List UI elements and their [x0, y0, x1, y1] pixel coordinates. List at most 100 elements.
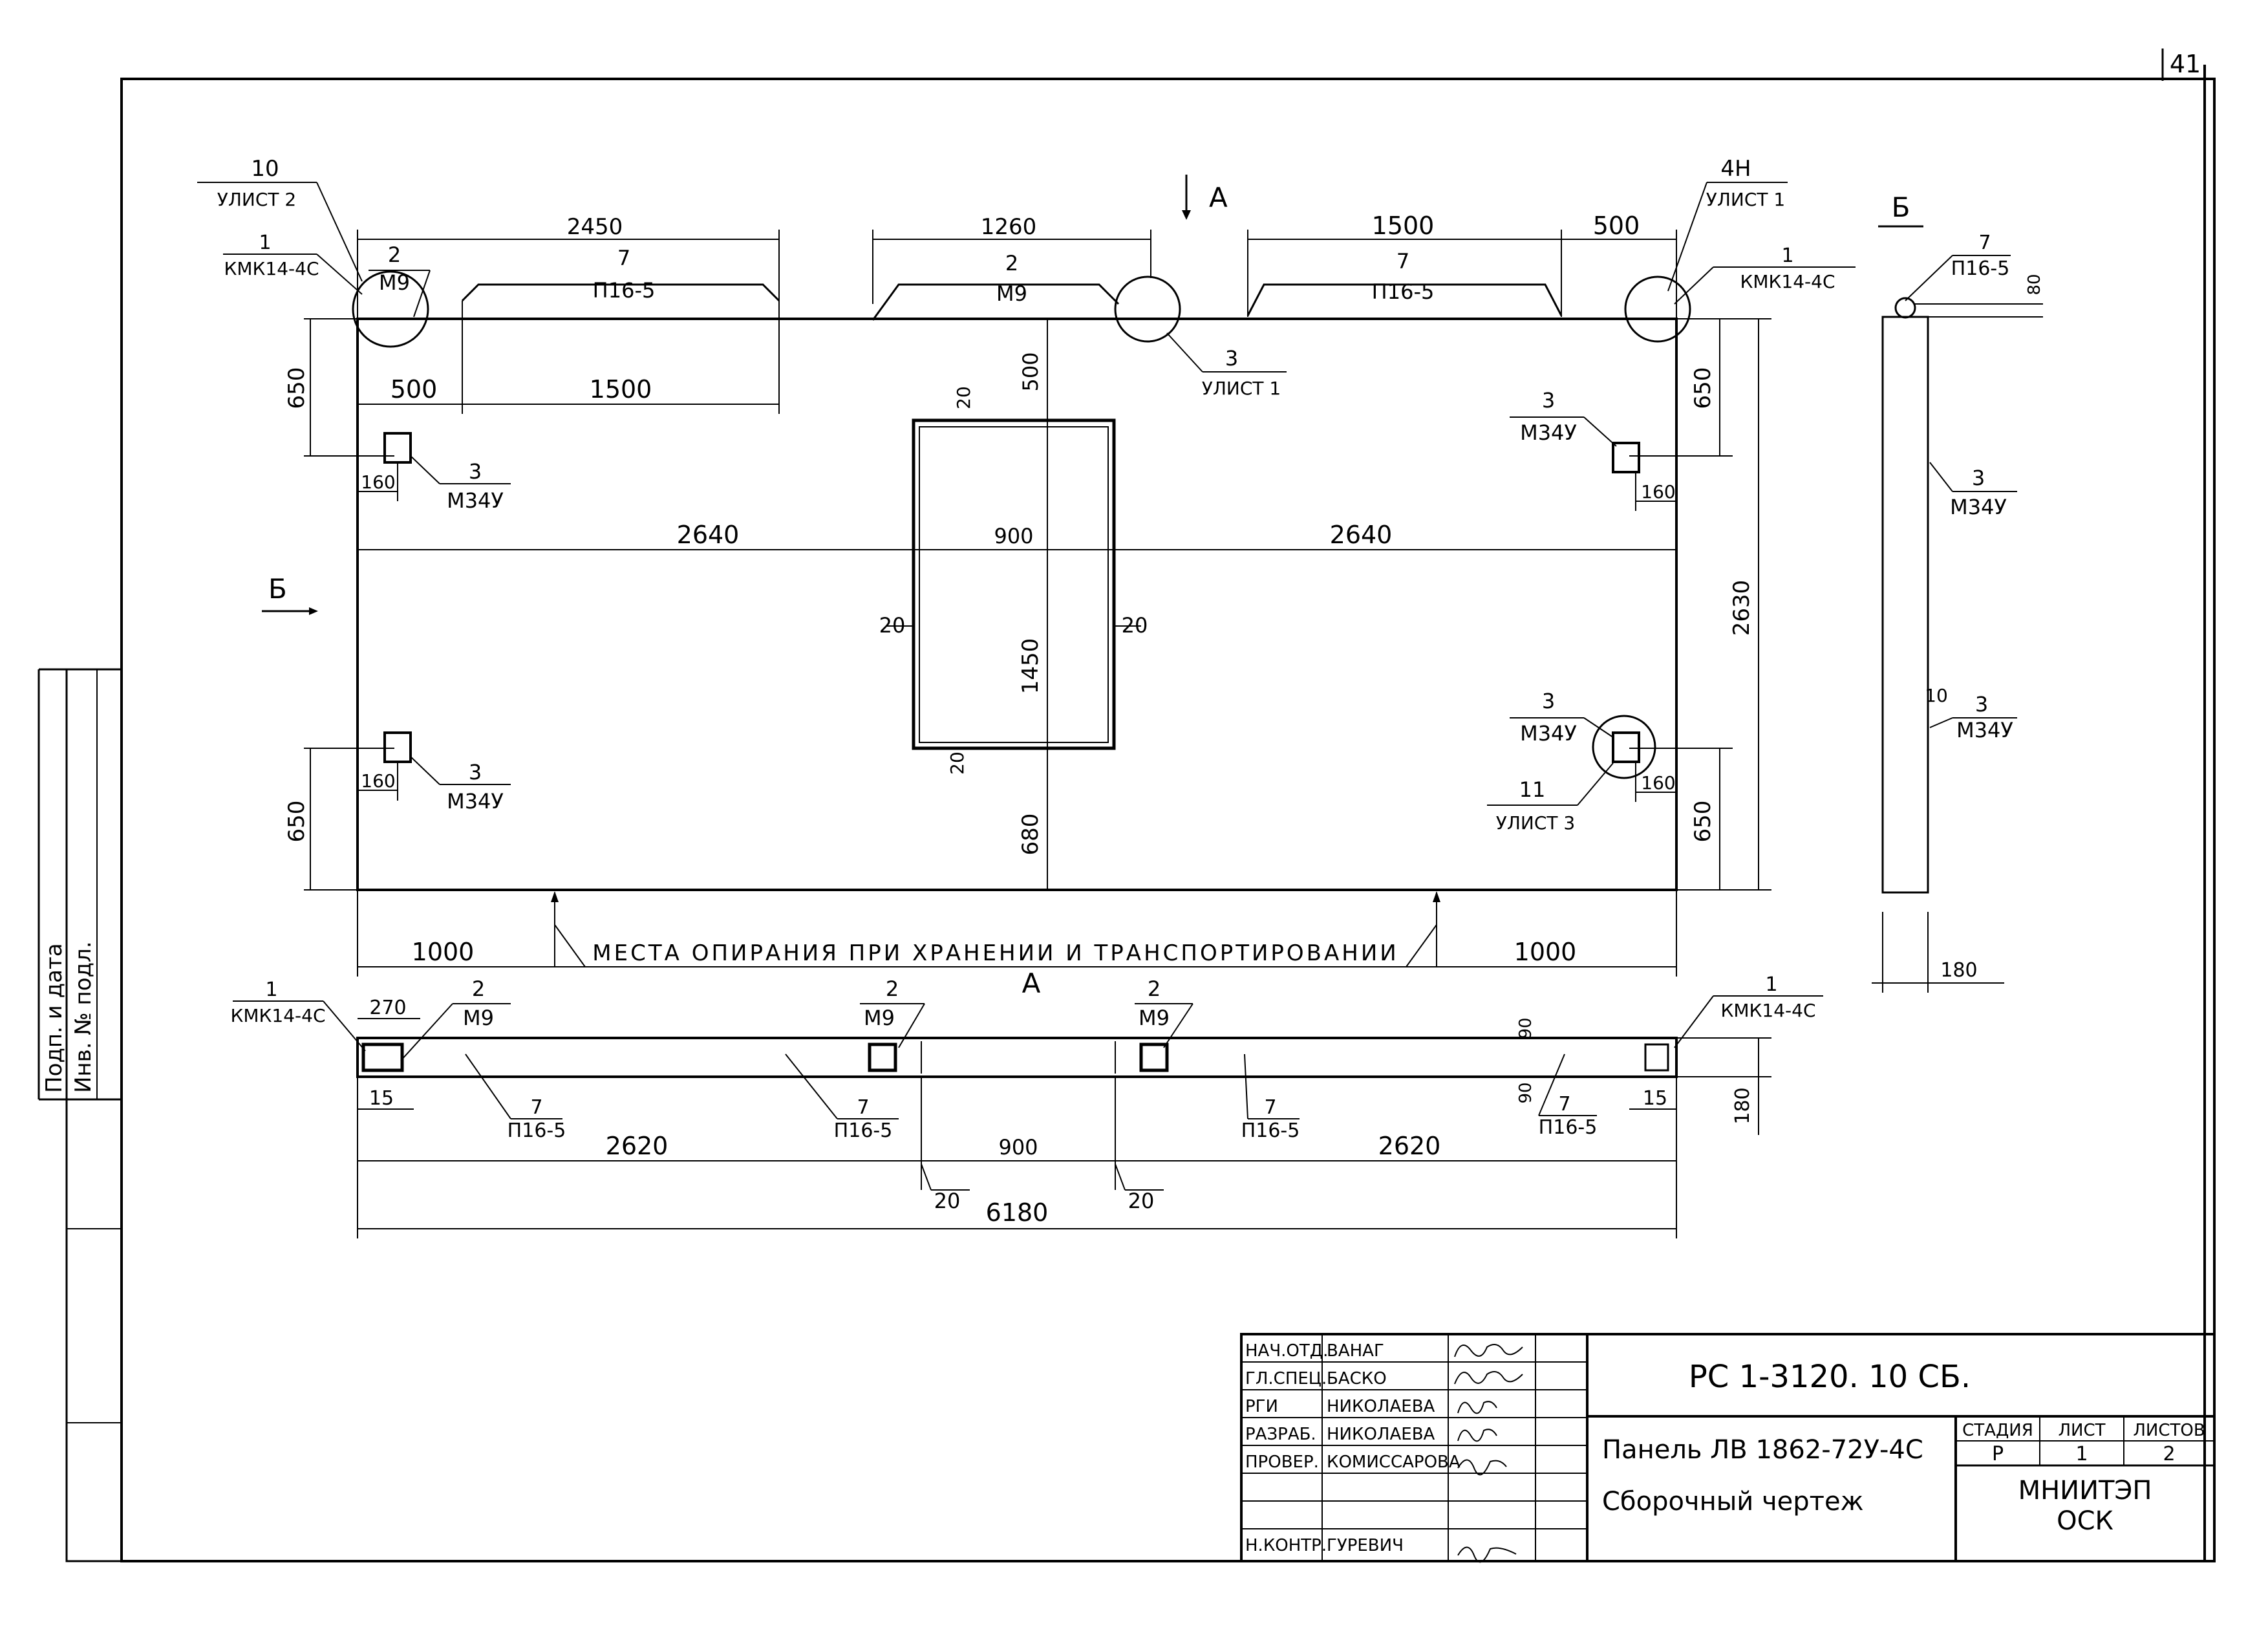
embed-plate-bl: [383, 731, 412, 763]
section-a: 1 КМК14-4С 270 2 М9 2 М9 2 М9 1 К: [230, 973, 1823, 1238]
dim-500-open: 500: [1018, 352, 1043, 391]
section-outline: [356, 1037, 1678, 1078]
section-dim-15-right: 15: [1643, 1087, 1667, 1110]
dim-160-tl: 160: [361, 471, 395, 493]
section-callout-m9-3: 2 М9: [1135, 977, 1193, 1048]
svg-text:4Н: 4Н: [1720, 156, 1751, 182]
svg-text:3: 3: [469, 459, 482, 484]
svg-text:2: 2: [1148, 977, 1161, 1001]
svg-text:2: 2: [388, 243, 401, 267]
sheet-value: 1: [2075, 1443, 2088, 1465]
dim-680: 680: [1018, 814, 1043, 856]
side-dim-10: 10: [1925, 685, 1948, 706]
title-block-role: РГИ: [1245, 1397, 1278, 1416]
section-dim-20-left: 20: [934, 1189, 961, 1213]
callout-p16-right: 7 П16-5: [1372, 249, 1435, 304]
section-p16-1-num: 7: [530, 1096, 542, 1119]
section-dim-2620-left: 2620: [606, 1132, 669, 1160]
dim-20-top: 20: [953, 386, 974, 409]
section-marker-a-top: А: [1209, 182, 1228, 213]
svg-text:М34У: М34У: [1520, 420, 1577, 445]
title-block-role: ГЛ.СПЕЦ.: [1245, 1369, 1327, 1388]
side-m34-top-num: 3: [1972, 466, 1985, 490]
svg-text:УЛИСТ 2: УЛИСТ 2: [217, 189, 296, 210]
dim-650-tl: 650: [284, 367, 310, 409]
svg-text:1: 1: [1781, 244, 1793, 267]
section-dim-6180: 6180: [986, 1198, 1049, 1227]
doc-code: РС 1-3120. 10 СБ.: [1689, 1359, 1971, 1395]
svg-text:КМК14-4С: КМК14-4С: [230, 1005, 325, 1026]
section-dim-270: 270: [369, 997, 406, 1019]
svg-text:КМК14-4С: КМК14-4С: [1720, 1000, 1815, 1021]
title-block-roles: НАЧ.ОТД.ГЛ.СПЕЦ.РГИРАЗРАБ.ПРОВЕР.Н.КОНТР…: [1245, 1341, 1328, 1555]
section-callout-m9-1: 2 М9: [400, 977, 511, 1061]
section-dim-15-left: 15: [369, 1087, 394, 1110]
drawing-type: Сборочный чертеж: [1602, 1487, 1864, 1517]
embed-plate-tr: [1612, 442, 1640, 473]
svg-text:П16-5: П16-5: [593, 278, 656, 303]
section-marker-b-left: Б: [268, 573, 287, 605]
section-p16-4: П16-5: [1539, 1116, 1598, 1139]
title-block-name: КОМИССАРОВА: [1327, 1453, 1460, 1472]
dim-1260: 1260: [981, 214, 1037, 240]
dim-160-br: 160: [1641, 772, 1675, 794]
svg-text:М34У: М34У: [1520, 721, 1577, 746]
section-p16-2: П16-5: [834, 1119, 893, 1142]
section-p16-3: П16-5: [1241, 1119, 1300, 1142]
svg-text:М9: М9: [864, 1006, 895, 1030]
title-block-name: НИКОЛАЕВА: [1327, 1425, 1435, 1444]
sheets-label: ЛИСТОВ: [2133, 1421, 2205, 1440]
section-p16-3-num: 7: [1264, 1096, 1276, 1119]
section-dim-20-right: 20: [1128, 1189, 1155, 1213]
svg-text:П16-5: П16-5: [1372, 279, 1435, 304]
dim-20-bottom: 20: [947, 751, 968, 775]
lifting-loop-left: [352, 270, 429, 348]
title-block-role: ПРОВЕР.: [1245, 1453, 1319, 1472]
svg-text:2: 2: [1005, 251, 1018, 275]
side-view-title: Б: [1892, 191, 1910, 223]
embed-circle: [1592, 715, 1656, 779]
section-callout-m9-2: 2 М9: [860, 977, 925, 1048]
title-block-name: ГУРЕВИЧ: [1327, 1536, 1404, 1555]
svg-text:М9: М9: [379, 270, 410, 295]
dim-2630: 2630: [1729, 580, 1755, 636]
callout-ref-4n: 4Н УЛИСТ 1: [1667, 156, 1788, 292]
side-stamp: Подп. и дата Инв. № подл.: [37, 668, 123, 1562]
panel-name: Панель ЛВ 1862-72У-4С: [1602, 1435, 1923, 1465]
dim-1000-right: 1000: [1514, 938, 1577, 966]
side-dim-180: 180: [1940, 959, 1977, 982]
callout-ref-11: 11 УЛИСТ 3: [1487, 762, 1614, 834]
side-dim-80: 80: [2025, 274, 2044, 295]
section-kmk-left: [361, 1042, 404, 1072]
section-p16-1: П16-5: [508, 1119, 566, 1142]
svg-text:М9: М9: [996, 281, 1027, 306]
sheet-label: ЛИСТ: [2058, 1421, 2105, 1440]
dim-1450: 1450: [1018, 638, 1043, 695]
embed-plate-br: [1612, 731, 1640, 763]
callout-m9-left: 2 М9: [369, 243, 431, 318]
side-p16: П16-5: [1951, 257, 2010, 280]
panel-outline: [356, 318, 1678, 891]
title-block-name: БАСКО: [1327, 1369, 1387, 1388]
callout-m34-tl: 3 М34У: [410, 455, 511, 513]
org-line-1: МНИИТЭП: [2018, 1476, 2152, 1506]
side-m34-top: М34У: [1950, 495, 2007, 519]
embed-plate-tl: [383, 432, 412, 464]
title-block: НАЧ.ОТД.ГЛ.СПЕЦ.РГИРАЗРАБ.ПРОВЕР.Н.КОНТР…: [1240, 1333, 2216, 1563]
side-p16-num: 7: [1978, 232, 1991, 254]
callout-ref-3: 3 УЛИСТ 1: [1166, 332, 1287, 399]
title-block-role: НАЧ.ОТД.: [1245, 1341, 1328, 1361]
dim-160-bl: 160: [361, 770, 395, 792]
callout-m34-bl: 3 М34У: [410, 756, 511, 814]
title-block-role: РАЗРАБ.: [1245, 1425, 1316, 1444]
dim-160-tr: 160: [1641, 481, 1675, 502]
svg-text:1: 1: [1765, 973, 1777, 996]
dim-2640-left: 2640: [677, 521, 740, 549]
dim-650-br: 650: [1690, 801, 1716, 843]
svg-text:КМК14-4С: КМК14-4С: [1740, 271, 1835, 292]
signatures: [1454, 1344, 1523, 1563]
svg-text:М34У: М34У: [447, 488, 504, 513]
lifting-loop-right: [1624, 275, 1691, 343]
section-dim-90-top: 90: [1516, 1017, 1535, 1039]
